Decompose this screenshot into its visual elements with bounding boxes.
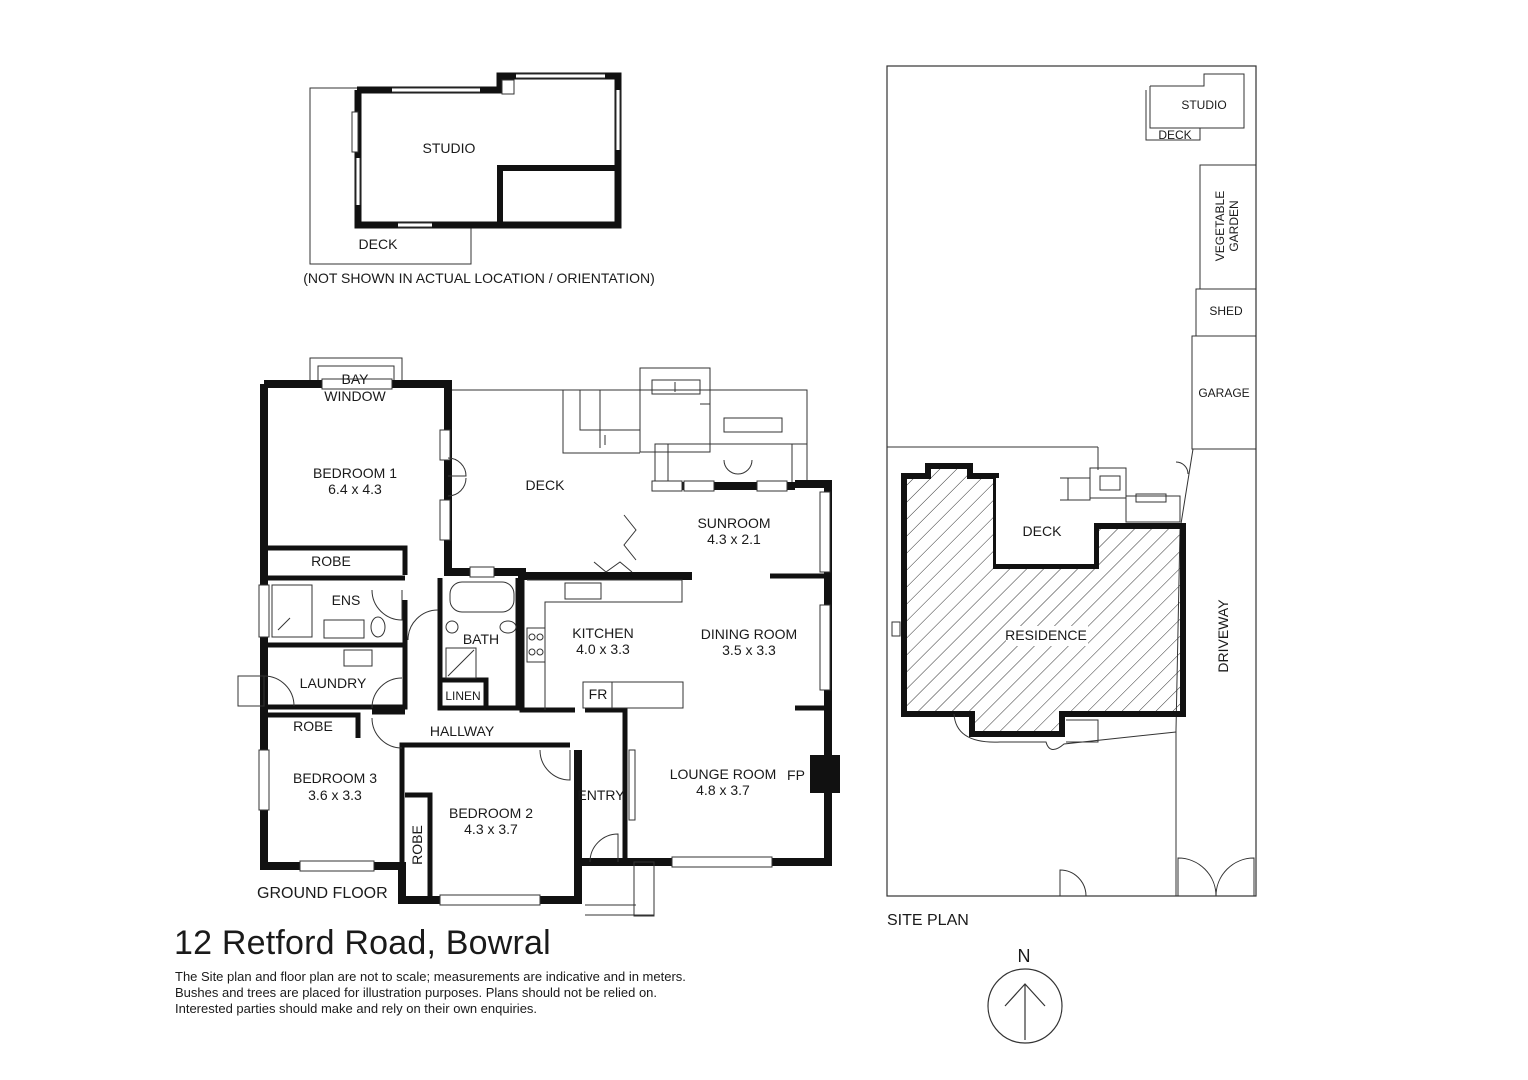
ens-label: ENS [332, 592, 361, 608]
bedroom2-name: BEDROOM 2 [449, 805, 533, 821]
ground-floor-plan: BAY WINDOW BEDROOM 1 6.4 x 4.3 DECK SUNR… [237, 357, 840, 917]
residence [901, 463, 1186, 737]
bedroom3-name: BEDROOM 3 [293, 770, 377, 786]
robe3-label: ROBE [293, 718, 333, 734]
vegetable-label-1: VEGETABLE [1213, 191, 1227, 261]
driveway-label: DRIVEWAY [1215, 599, 1231, 673]
fr-label: FR [589, 686, 608, 702]
dining-size: 3.5 x 3.3 [722, 642, 776, 658]
garage [1191, 335, 1257, 450]
deck-outline [448, 367, 808, 487]
disclaimer: The Site plan and floor plan are not to … [175, 969, 686, 1017]
studio-deck-outline [309, 87, 472, 265]
bay-label-2: WINDOW [324, 388, 386, 404]
site-studio [1149, 73, 1245, 129]
room-labels: BAY WINDOW BEDROOM 1 6.4 x 4.3 DECK SUNR… [257, 371, 805, 902]
studio-label: STUDIO [423, 140, 476, 156]
sunroom-name: SUNROOM [697, 515, 770, 531]
site-studio-deck-label: DECK [1158, 128, 1191, 142]
dining-name: DINING ROOM [701, 626, 797, 642]
studio-note: (NOT SHOWN IN ACTUAL LOCATION / ORIENTAT… [303, 270, 655, 286]
bay-window [309, 357, 403, 384]
north-arrow: N [987, 946, 1063, 1044]
laundry-label: LAUNDRY [300, 675, 367, 691]
door-swings [237, 457, 753, 863]
ground-floor-heading: GROUND FLOOR [257, 885, 388, 902]
robe1-label: ROBE [311, 553, 351, 569]
robe2-label: ROBE [409, 825, 425, 865]
disclaimer-line: The Site plan and floor plan are not to … [175, 969, 686, 984]
studio-inner-wall [497, 165, 618, 225]
studio-deck-label: DECK [359, 236, 399, 252]
site-plan-heading: SITE PLAN [887, 912, 969, 929]
lounge-size: 4.8 x 3.7 [696, 782, 750, 798]
kitchen-name: KITCHEN [572, 625, 633, 641]
shed-label: SHED [1209, 304, 1243, 318]
internal-walls [264, 545, 828, 900]
deck-label: DECK [526, 477, 566, 493]
bay-label-1: BAY [342, 371, 370, 387]
residence-label: RESIDENCE [1005, 627, 1087, 643]
fixtures [271, 561, 684, 917]
disclaimer-line: Bushes and trees are placed for illustra… [175, 985, 658, 1000]
address-title: 12 Retford Road, Bowral [174, 924, 551, 962]
hallway-label: HALLWAY [430, 723, 495, 739]
bath-label: BATH [463, 631, 499, 647]
site-deck-label: DECK [1023, 523, 1063, 539]
site-boundary [886, 65, 1257, 897]
kitchen-size: 4.0 x 3.3 [576, 641, 630, 657]
bedroom2-size: 4.3 x 3.7 [464, 821, 518, 837]
site-studio-label: STUDIO [1181, 98, 1226, 112]
disclaimer-line: Interested parties should make and rely … [175, 1001, 538, 1016]
fp-label: FP [787, 767, 805, 783]
studio-wall [354, 72, 622, 229]
sunroom-size: 4.3 x 2.1 [707, 531, 761, 547]
studio-inset: STUDIO DECK (NOT SHOWN IN ACTUAL LOCATIO… [303, 72, 655, 286]
windows [258, 378, 831, 906]
north-label: N [1018, 946, 1031, 966]
lounge-name: LOUNGE ROOM [670, 766, 777, 782]
site-plan: STUDIO DECK VEGETABLE GARDEN SHED GARAGE… [886, 65, 1257, 1044]
bedroom1-size: 6.4 x 4.3 [328, 481, 382, 497]
fireplace [810, 755, 840, 793]
entry-label: ENTRY [577, 787, 625, 803]
linen-label: LINEN [445, 689, 480, 703]
vegetable-label-2: GARDEN [1227, 200, 1241, 251]
garage-label: GARAGE [1198, 386, 1249, 400]
bedroom1-name: BEDROOM 1 [313, 465, 397, 481]
bedroom3-size: 3.6 x 3.3 [308, 787, 362, 803]
